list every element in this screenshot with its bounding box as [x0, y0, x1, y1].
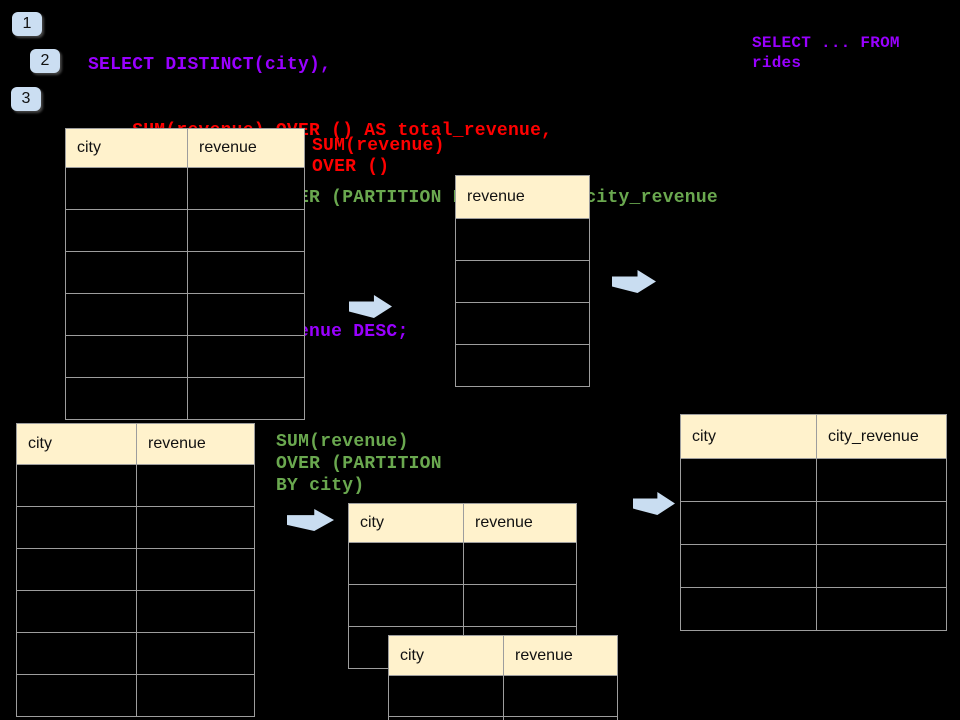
empty-cell: [680, 501, 817, 545]
empty-cell: [136, 506, 255, 549]
empty-cell: [16, 506, 137, 549]
empty-cell: [816, 544, 947, 588]
table-row: [455, 302, 590, 345]
empty-cell: [136, 548, 255, 591]
empty-cell: [187, 335, 305, 378]
empty-cell: [65, 167, 188, 210]
empty-cell: [136, 590, 255, 633]
table-row: [16, 590, 255, 633]
empty-cell: [388, 716, 504, 720]
empty-cell: [65, 377, 188, 420]
empty-cell: [463, 542, 577, 585]
table-row: [388, 716, 618, 720]
column-header: city: [680, 414, 817, 459]
table-row: [65, 377, 305, 420]
from-rides-snippet: SELECT ... FROM rides: [752, 34, 900, 72]
empty-cell: [16, 590, 137, 633]
column-header: city: [348, 503, 464, 543]
empty-cell: [388, 675, 504, 717]
empty-cell: [65, 209, 188, 252]
empty-cell: [136, 632, 255, 675]
empty-cell: [16, 632, 137, 675]
table-row: [455, 344, 590, 387]
table-row: [680, 587, 947, 631]
empty-cell: [65, 293, 188, 336]
table-row: [455, 260, 590, 303]
empty-cell: [816, 501, 947, 545]
table-row: [680, 458, 947, 502]
empty-cell: [680, 544, 817, 588]
empty-cell: [455, 260, 590, 303]
table-row: [680, 501, 947, 545]
empty-cell: [463, 584, 577, 627]
empty-cell: [65, 251, 188, 294]
column-header: revenue: [136, 423, 255, 465]
table-row: [388, 675, 618, 717]
empty-cell: [816, 587, 947, 631]
column-header: revenue: [463, 503, 577, 543]
empty-cell: [348, 542, 464, 585]
empty-cell: [187, 293, 305, 336]
table-row: [16, 464, 255, 507]
empty-cell: [16, 548, 137, 591]
column-header: city: [65, 128, 188, 168]
empty-cell: [348, 584, 464, 627]
empty-cell: [503, 675, 618, 717]
column-header: revenue: [187, 128, 305, 168]
empty-cell: [187, 377, 305, 420]
table-row: [16, 548, 255, 591]
empty-cell: [503, 716, 618, 720]
table-row: [16, 674, 255, 717]
empty-cell: [16, 464, 137, 507]
table-row: [65, 335, 305, 378]
sql-line-select: SELECT DISTINCT(city),: [88, 54, 332, 75]
empty-cell: [455, 344, 590, 387]
flow-right-arrow-icon: [287, 509, 334, 531]
empty-cell: [680, 587, 817, 631]
total-revenue-annotation: SUM(revenue) OVER (): [312, 136, 445, 177]
table-row: [65, 167, 305, 210]
empty-cell: [455, 218, 590, 261]
empty-cell: [136, 464, 255, 507]
table-row: [455, 218, 590, 261]
empty-cell: [65, 335, 188, 378]
table-row: [348, 584, 577, 627]
column-header: revenue: [503, 635, 618, 676]
empty-cell: [136, 674, 255, 717]
column-header: city: [16, 423, 137, 465]
partition-annotation: SUM(revenue) OVER (PARTITION BY city): [276, 432, 442, 496]
column-header: city: [388, 635, 504, 676]
step-badge-3: 3: [11, 87, 41, 111]
table-row: [680, 544, 947, 588]
column-header: revenue: [455, 175, 590, 219]
empty-cell: [680, 458, 817, 502]
empty-cell: [187, 209, 305, 252]
total-revenue-table: revenue: [455, 175, 590, 387]
empty-cell: [455, 302, 590, 345]
empty-cell: [187, 251, 305, 294]
table-row: [16, 506, 255, 549]
table-row: [65, 293, 305, 336]
empty-cell: [816, 458, 947, 502]
table-row: [348, 542, 577, 585]
column-header: city_revenue: [816, 414, 947, 459]
step-badge-1: 1: [12, 12, 42, 36]
table-row: [16, 632, 255, 675]
flow-right-arrow-icon: [633, 492, 675, 515]
step-badge-2: 2: [30, 49, 60, 73]
table-row: [65, 209, 305, 252]
empty-cell: [187, 167, 305, 210]
empty-cell: [16, 674, 137, 717]
table-row: [65, 251, 305, 294]
